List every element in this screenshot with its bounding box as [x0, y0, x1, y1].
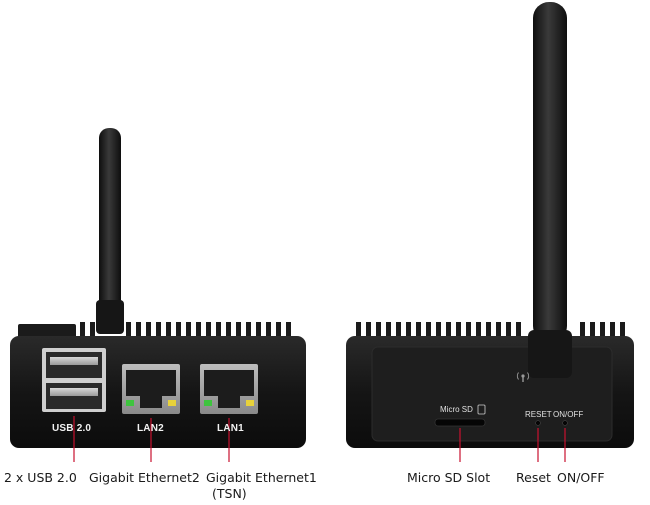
front-callout-lines — [73, 416, 230, 462]
back-device — [346, 2, 634, 462]
reset-print-label: RESET — [525, 410, 552, 419]
lan1-print-label: LAN1 — [217, 423, 244, 434]
callout-on-off: ON/OFF — [557, 470, 605, 485]
lan2-print-label: LAN2 — [137, 423, 164, 434]
usb-print-label: USB 2.0 — [52, 423, 92, 434]
back-heatsink-fins — [356, 322, 625, 338]
callout-lan2: Gigabit Ethernet2 — [89, 470, 200, 485]
back-panel — [371, 346, 613, 442]
reset-hole — [535, 420, 541, 426]
lan1-led-green — [204, 400, 212, 406]
callout-micro-sd: Micro SD Slot — [407, 470, 491, 485]
callout-lan1: Gigabit Ethernet1 — [206, 470, 317, 485]
front-heatsink-fins — [18, 322, 291, 338]
on-off-print-label: ON/OFF — [553, 410, 584, 419]
lan2-port — [122, 364, 180, 414]
usb-ports — [42, 348, 106, 412]
micro-sd-print-label: Micro SD — [440, 405, 473, 414]
callout-lan1-tsn: (TSN) — [212, 486, 247, 501]
callout-reset: Reset — [516, 470, 551, 485]
lan1-port — [200, 364, 258, 414]
callout-usb: 2 x USB 2.0 — [4, 470, 77, 485]
front-antenna — [96, 128, 124, 334]
micro-sd-slot — [434, 418, 486, 427]
micro-sd-badge — [477, 404, 486, 415]
lan2-led-green — [126, 400, 134, 406]
back-antenna — [528, 2, 572, 378]
lan1-led-yellow — [246, 400, 254, 406]
wifi-icon — [516, 372, 530, 382]
lan2-led-yellow — [168, 400, 176, 406]
front-device — [10, 128, 306, 462]
on-off-hole — [562, 420, 568, 426]
back-callout-lines — [459, 428, 566, 462]
